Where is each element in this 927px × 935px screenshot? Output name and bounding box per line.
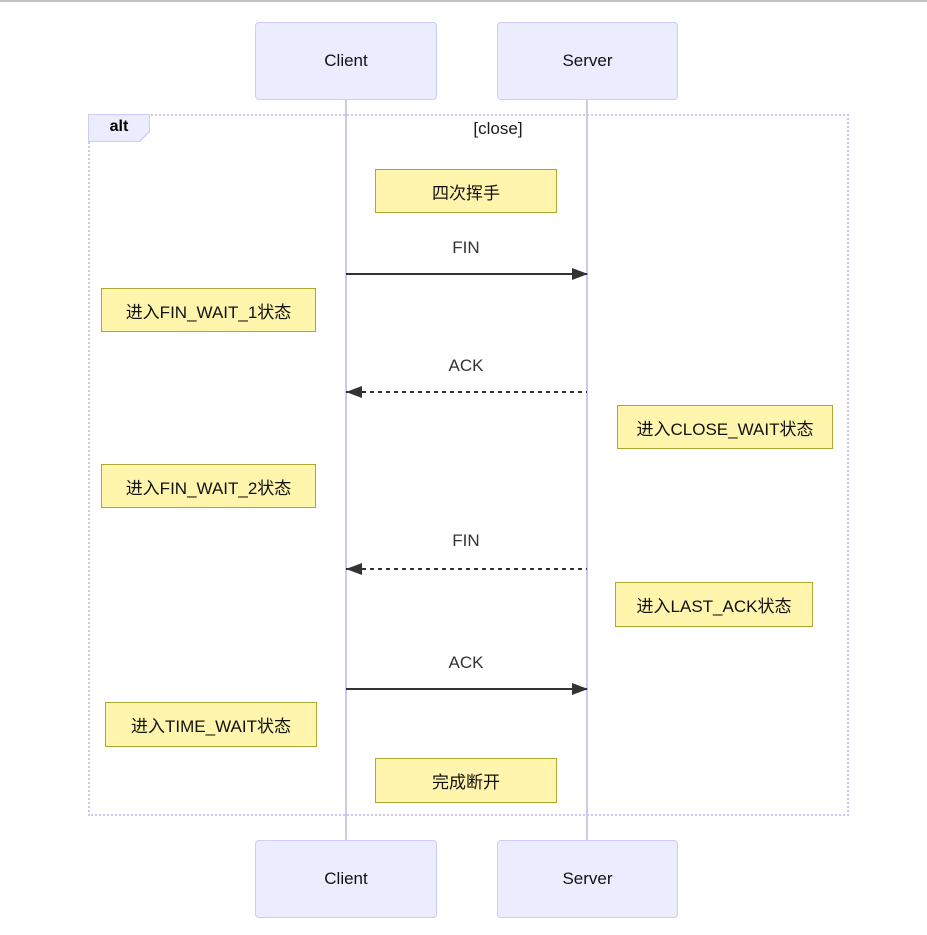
lifeline-server <box>586 100 588 840</box>
message-label-fin-1: FIN <box>452 238 480 257</box>
note-fin-wait-1: 进入FIN_WAIT_1状态 <box>101 288 316 332</box>
note-disconnect-complete: 完成断开 <box>375 758 557 803</box>
arrowhead-left-icon <box>346 386 362 398</box>
actor-client-bottom: Client <box>255 840 437 918</box>
message-line-ack-2 <box>346 688 587 690</box>
actor-server-top: Server <box>497 22 678 100</box>
note-fin-wait-2: 进入FIN_WAIT_2状态 <box>101 464 316 508</box>
arrowhead-right-icon <box>572 683 588 695</box>
note-four-way-handshake: 四次挥手 <box>375 169 557 213</box>
arrowhead-right-icon <box>572 268 588 280</box>
alt-operator-label: alt <box>89 115 149 141</box>
message-line-fin-2 <box>346 568 587 570</box>
message-label-ack-1: ACK <box>448 356 484 375</box>
top-divider <box>0 0 927 2</box>
actor-client-top: Client <box>255 22 437 100</box>
lifeline-client <box>345 100 347 840</box>
message-line-ack-1 <box>346 391 587 393</box>
alt-condition-label: [close] <box>473 119 523 138</box>
alt-operator-badge: alt <box>88 114 150 142</box>
arrowhead-left-icon <box>346 563 362 575</box>
message-label-fin-2: FIN <box>452 531 480 550</box>
message-line-fin-1 <box>346 273 587 275</box>
alt-frame <box>88 114 849 816</box>
note-last-ack: 进入LAST_ACK状态 <box>615 582 813 627</box>
actor-server-bottom: Server <box>497 840 678 918</box>
message-label-ack-2: ACK <box>448 653 484 672</box>
note-time-wait: 进入TIME_WAIT状态 <box>105 702 317 747</box>
note-close-wait: 进入CLOSE_WAIT状态 <box>617 405 833 449</box>
